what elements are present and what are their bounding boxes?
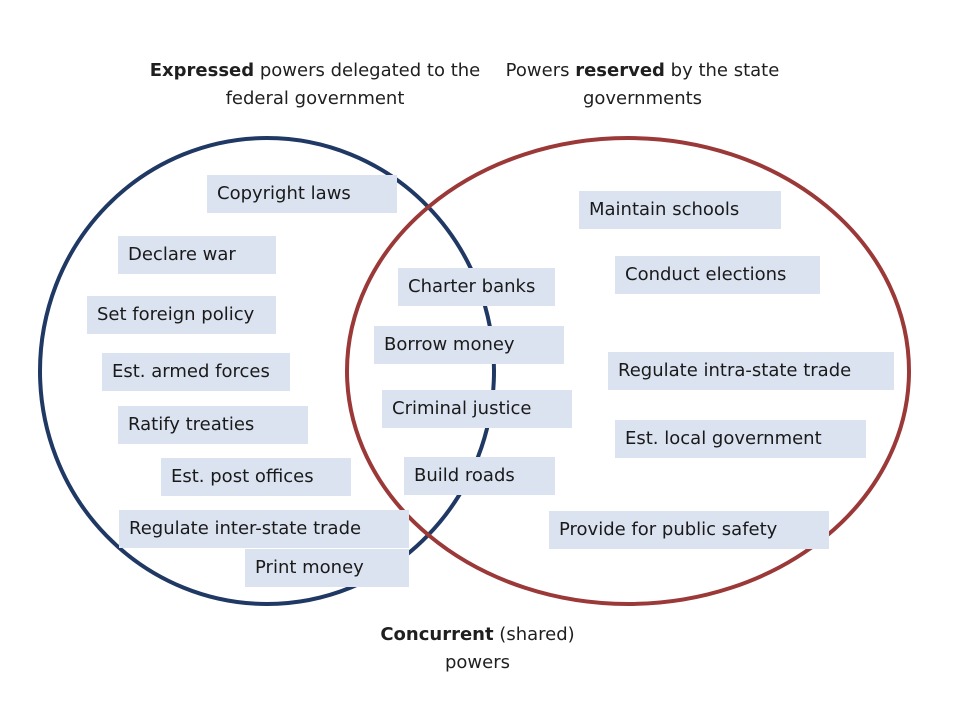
- federal-power-box: Regulate inter-state trade: [119, 510, 409, 548]
- concurrent-power-box: Criminal justice: [382, 390, 572, 428]
- state-power-box: Conduct elections: [615, 256, 820, 294]
- federal-power-box: Est. armed forces: [102, 353, 290, 391]
- state-heading-pre: Powers: [505, 60, 576, 81]
- federal-power-box: Declare war: [118, 236, 276, 274]
- concurrent-heading-bold: Concurrent: [380, 624, 494, 645]
- state-powers-heading: Powers reserved by the state governments: [485, 57, 800, 113]
- concurrent-powers-heading: Concurrent (shared) powers: [355, 621, 600, 677]
- concurrent-heading-rest: (shared) powers: [444, 624, 575, 673]
- state-power-box: Est. local government: [615, 420, 866, 458]
- concurrent-power-box: Charter banks: [398, 268, 555, 306]
- federal-powers-heading: Expressed powers delegated to the federa…: [140, 57, 490, 113]
- state-heading-post: by the state governments: [582, 60, 780, 109]
- federal-power-box: Est. post offices: [161, 458, 351, 496]
- state-power-box: Provide for public safety: [549, 511, 829, 549]
- state-power-box: Maintain schools: [579, 191, 781, 229]
- state-heading-bold: reserved: [575, 60, 665, 81]
- concurrent-power-box: Build roads: [404, 457, 555, 495]
- federal-power-box: Ratify treaties: [118, 406, 308, 444]
- federal-power-box: Set foreign policy: [87, 296, 276, 334]
- federal-heading-bold: Expressed: [149, 60, 255, 81]
- concurrent-power-box: Borrow money: [374, 326, 564, 364]
- federal-power-box: Copyright laws: [207, 175, 397, 213]
- state-power-box: Regulate intra-state trade: [608, 352, 894, 390]
- federal-power-box: Print money: [245, 549, 409, 587]
- federal-heading-rest: powers delegated to the federal governme…: [225, 60, 481, 109]
- state-powers-circle: [345, 136, 911, 606]
- federal-powers-circle: [38, 136, 496, 606]
